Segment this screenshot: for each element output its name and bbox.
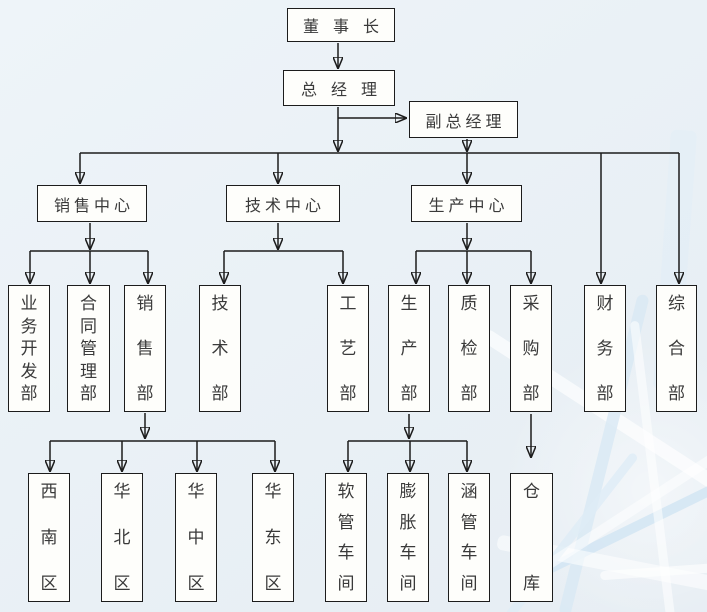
node-quality-inspection-dept: 质检部 [448,285,490,412]
node-region-central-china: 华中区 [175,473,217,602]
node-chairman-label: 董事长 [302,19,393,36]
node-deputy-general-manager-label: 副总经理 [425,113,506,131]
node-production-center-label: 生产中心 [428,197,509,215]
node-general-manager-label: 总经理 [300,82,391,99]
node-general-manager: 总经理 [283,70,395,106]
node-chairman: 董事长 [287,8,395,42]
node-warehouse: 仓库 [510,473,553,602]
node-general-affairs-dept: 综合部 [656,285,697,412]
node-purchasing-dept: 采购部 [510,285,552,412]
node-contract-management-dept: 合同管理部 [67,285,110,412]
node-business-development-dept: 业务开发部 [8,285,50,412]
node-region-east-china: 华东区 [252,473,294,602]
node-sales-center-label: 销售中心 [53,197,134,215]
node-production-center: 生产中心 [411,185,522,222]
node-technology-center-label: 技术中心 [244,197,325,215]
node-production-dept: 生产部 [388,285,430,412]
node-technology-center: 技术中心 [226,185,340,222]
node-region-north-china: 华北区 [101,473,143,602]
node-sales-dept: 销售部 [124,285,166,412]
node-craft-dept: 工艺部 [327,285,369,412]
node-expansion-workshop: 膨胀车间 [387,473,429,602]
node-finance-dept: 财务部 [584,285,626,412]
node-technology-dept: 技术部 [199,285,241,412]
node-culvert-pipe-workshop: 涵管车间 [448,473,490,602]
node-deputy-general-manager: 副总经理 [409,101,518,138]
node-sales-center: 销售中心 [37,185,147,222]
node-region-southwest: 西南区 [28,473,70,602]
node-hose-workshop: 软管车间 [325,473,367,602]
